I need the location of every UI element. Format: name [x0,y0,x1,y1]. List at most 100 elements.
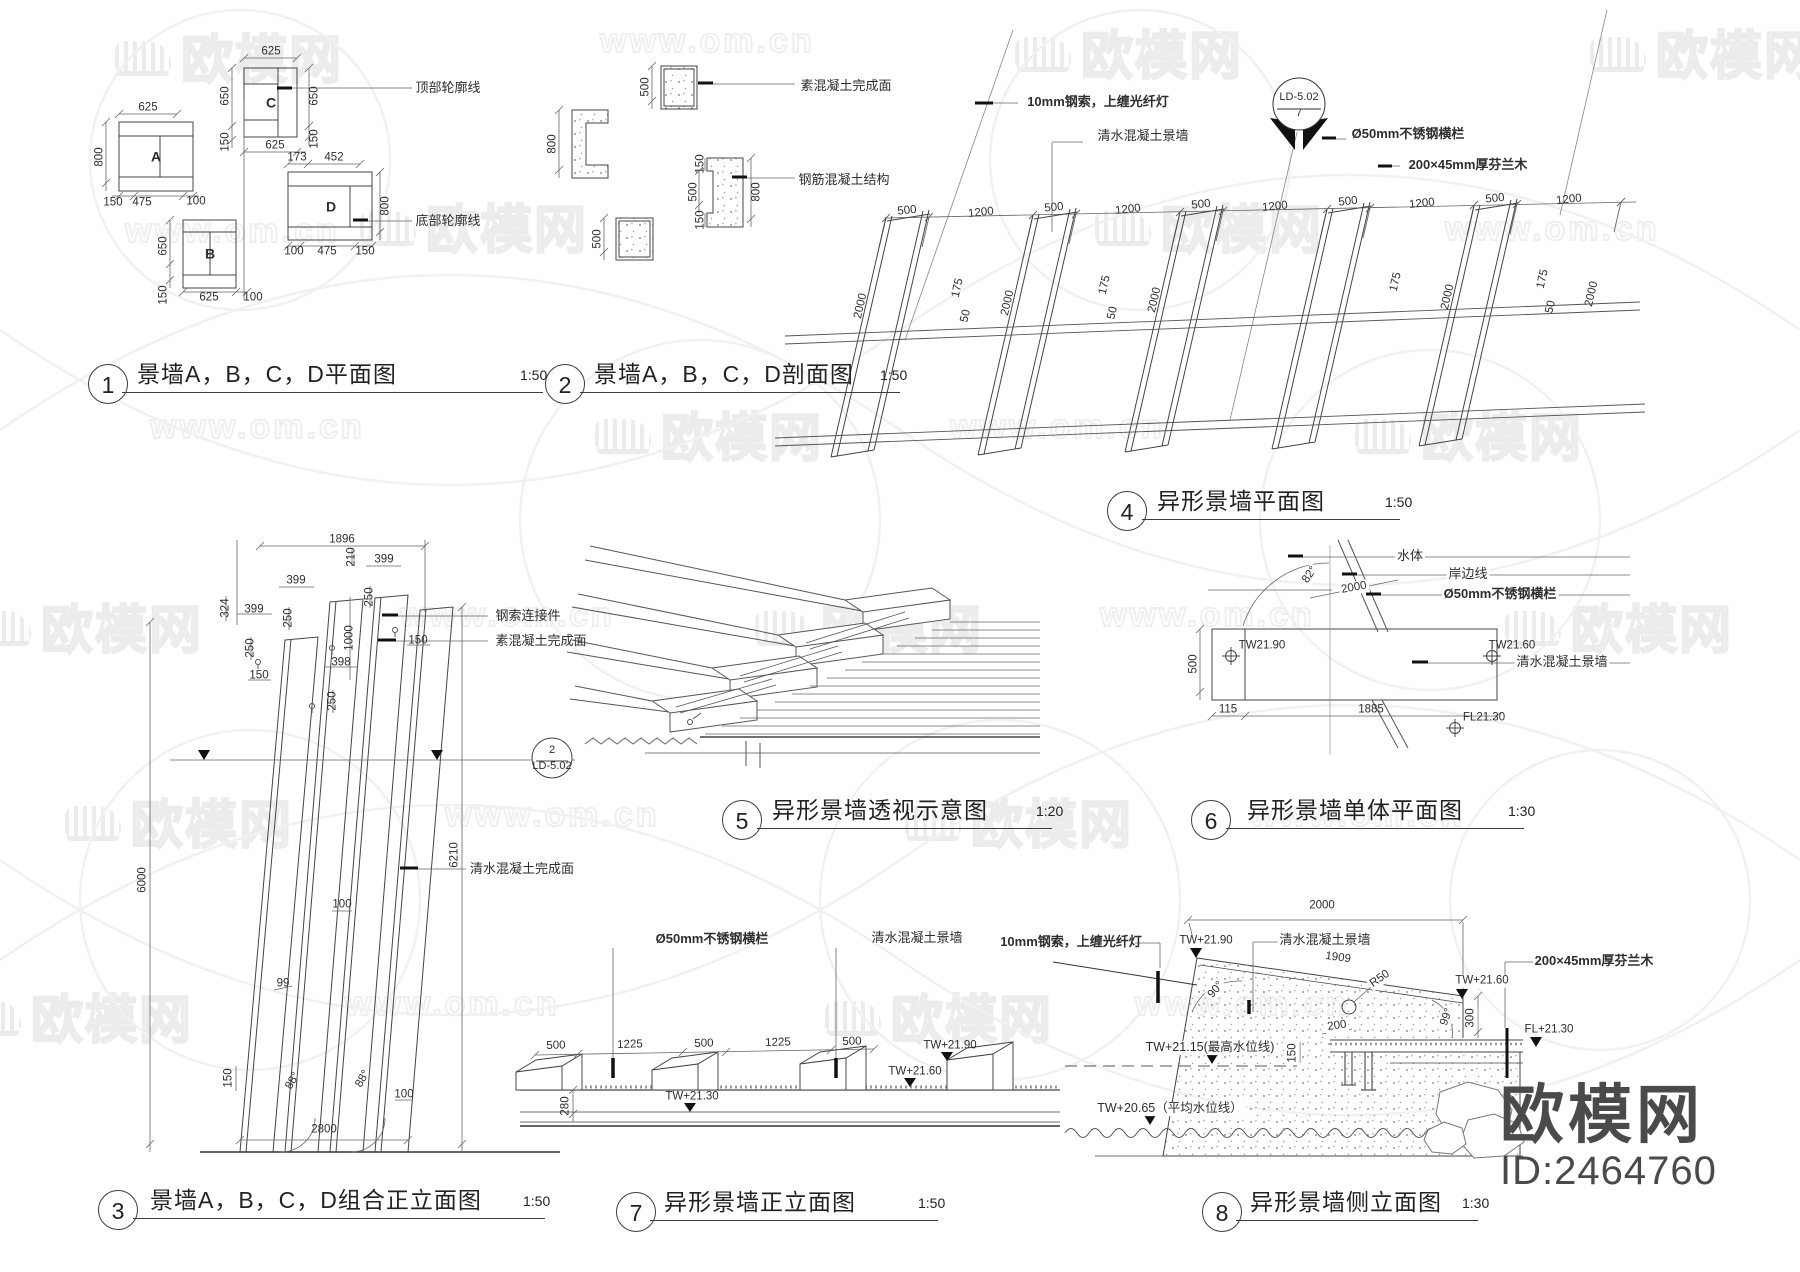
dim-label: 300 [1464,1006,1478,1030]
detail-marker-text: 7 [1295,106,1303,119]
watermark-logo: 欧模网 [1095,188,1323,263]
watermark-logo: 欧模网 [1505,588,1733,663]
dim-label: 1200 [967,205,995,220]
detail-marker-text: LD-5.02 [532,759,572,772]
dim-label: 82° [1298,562,1322,588]
drawing-scale: 1:50 [918,1195,946,1211]
detail-marker-text: 2 [548,743,556,756]
watermark-logo-text: 欧模网 [40,601,204,661]
dim-label: 50 [1105,305,1120,321]
label-shore-line: 岸边线 [1446,565,1490,582]
dim-label: FL+21.30 [1524,1023,1574,1036]
label-reinforced-concrete: 钢筋混凝土结构 [798,171,890,187]
dim-label: TW+21.90 [923,1039,977,1052]
watermark-url-text: www.om.cn [599,21,815,61]
dim-label: 150 [157,285,170,305]
dim-label: TW+21.90 [1177,934,1235,948]
drawing-scale: 1:30 [1462,1195,1490,1211]
drawing-number-badge: 2 [545,364,585,404]
sofa-icon [1505,610,1561,641]
dim-label: 500 [1484,191,1506,206]
sofa-icon [1355,418,1411,449]
label-stainless-rail: Ø50mm不锈钢横栏 [1441,585,1559,602]
dim-label: 2000 [1309,899,1335,912]
dim-label: 2000 [1438,283,1457,311]
dim-label: 150 [222,1068,235,1088]
dim-label: 500 [1337,194,1359,209]
watermark-url-text: www.om.cn [1444,209,1660,249]
dim-label: 2000 [851,292,870,320]
watermark-logo: 欧模网 [0,978,193,1053]
dim-label: 100 [394,1088,414,1101]
drawing-title-text: 异形景墙侧立面图 [1250,1189,1442,1215]
sofa-icon [905,805,961,836]
drawing-5-linework [566,545,1040,768]
label-steel-cable-fiber-light: 10mm钢索，上缠光纤灯 [1027,93,1169,109]
dim-label: 399 [374,553,394,566]
dim-label: 500 [694,1037,714,1051]
dim-label: 324 [219,598,232,618]
drawing-title-text: 景墙A，B，C，D组合正立面图 [150,1187,482,1213]
drawing-4-linework [774,9,1646,458]
title-underline [1142,519,1400,520]
dim-label: 150 [1286,1041,1300,1065]
drawing-number-badge: 3 [98,1190,138,1230]
watermark-logo-text: 欧模网 [1655,27,1800,87]
dim-label: 2000 [1145,286,1164,314]
drawing-2-linework [554,61,795,261]
sofa-icon [65,805,121,836]
sofa-icon [1590,36,1646,67]
dim-label: 500 [1187,654,1200,674]
dim-label: 1200 [1114,202,1142,217]
sofa-icon [595,418,651,449]
drawing-title-text: 景墙A，B，C，D平面图 [137,361,397,387]
title-underline [757,828,1052,829]
dim-label: TW+21.30 [665,1090,719,1103]
drawing-number-badge: 4 [1107,491,1147,531]
watermark-logo-text: 欧模网 [30,991,194,1051]
dim-label: 99° [1437,1004,1457,1030]
drawing-6-linework [1195,539,1630,755]
dim-label: 150 [694,210,707,230]
title-underline [1226,828,1524,829]
drawing-number-badge: 6 [1191,800,1231,840]
dim-label: 99 [276,977,290,990]
watermark-logo: 欧模网 [905,783,1133,858]
dim-label: 800 [750,182,763,202]
drawing-3-linework [145,540,575,1153]
watermark-logo: 欧模网 [1355,396,1583,471]
dim-label: 399 [244,603,264,616]
dim-label: 800 [379,196,392,216]
dim-label: 280 [559,1096,572,1116]
dim-label: 250 [244,638,257,658]
dim-label: 500 [1043,200,1065,215]
watermark-url-text: www.om.cn [149,407,365,447]
dim-label: 399 [286,574,306,587]
wall-d-label: D [325,198,337,215]
wall-b-label: B [204,245,216,262]
dim-label: 173 [287,151,307,164]
watermark-url-text: www.om.cn [344,984,560,1024]
dim-label: 500 [842,1035,862,1049]
dim-label: 650 [219,86,232,106]
label-stainless-rail: Ø50mm不锈钢横栏 [655,930,769,946]
wall-a-label: A [150,148,162,165]
dim-label: 1896 [329,533,355,546]
drawing-scale: 1:20 [1036,803,1064,819]
watermark-logo: 欧模网 [1015,14,1243,89]
dim-label: 1200 [1261,199,1289,214]
dim-label: 6000 [136,867,149,893]
drawing-scale: 1:50 [523,1193,551,1209]
drawing-7-linework [515,948,1060,1127]
dim-label: R50 [1366,966,1394,992]
drawing-8-linework [1052,915,1542,1159]
dim-label: 650 [308,86,321,106]
label-bottom-contour-line: 底部轮廓线 [415,212,481,228]
dim-label: 800 [546,134,559,154]
dim-label: 175 [1096,274,1113,296]
dim-label: 250 [363,587,376,607]
title-underline [1236,1220,1478,1221]
drawing-1-linework [101,53,412,300]
